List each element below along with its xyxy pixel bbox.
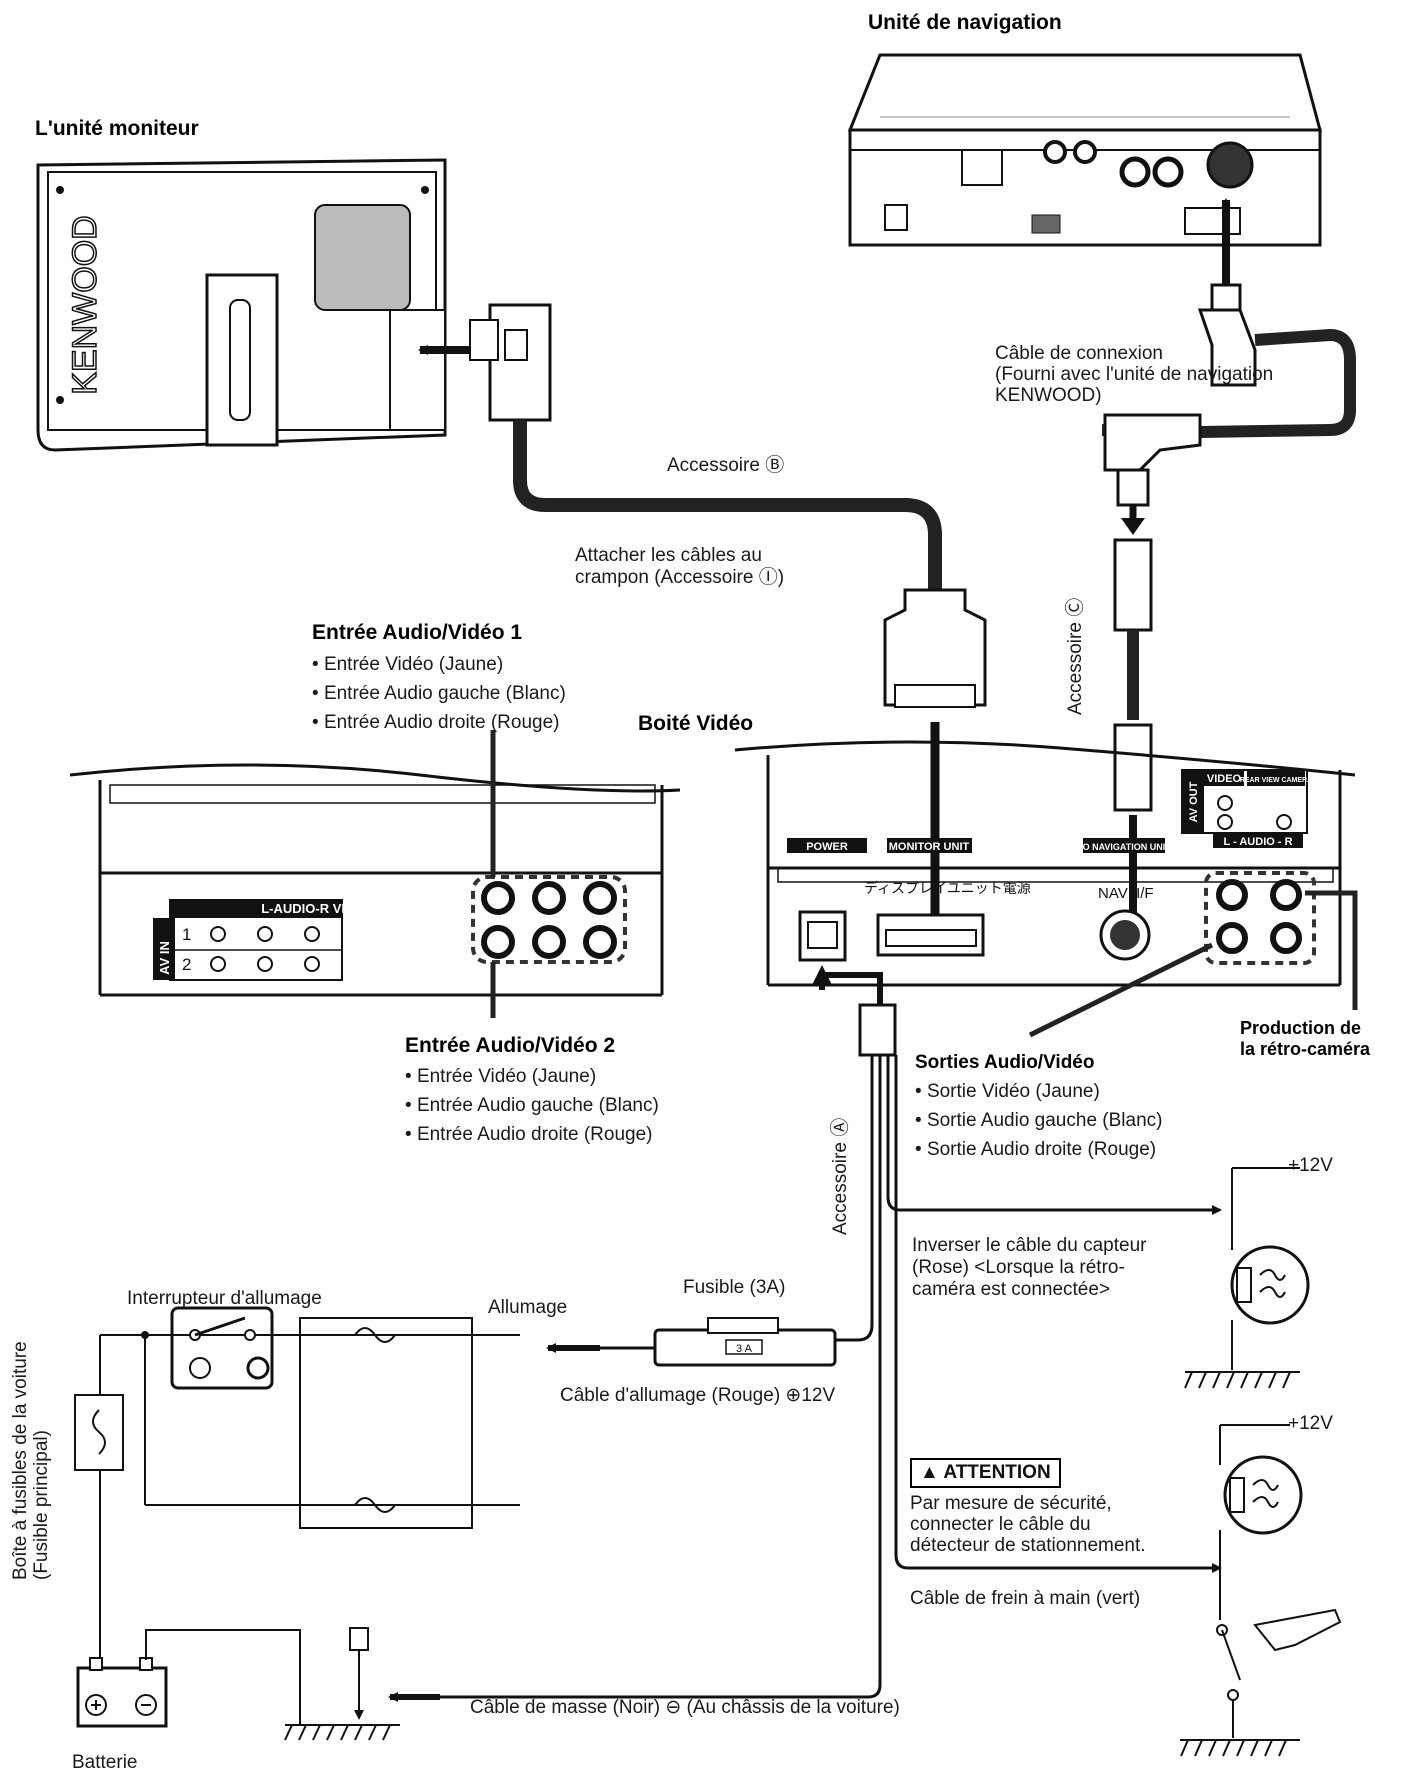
ignition-cable-label: Câble d'allumage (Rouge) ⊕12V [560, 1385, 836, 1406]
fuse-rating-label: 3 A [736, 1343, 753, 1355]
l-audio-r-out-label: L - AUDIO - R [1223, 836, 1292, 848]
av-input-1-title: Entrée Audio/Vidéo 1 [312, 621, 523, 644]
av-out-label: AV OUT [1188, 781, 1200, 822]
clamp-note-label: Attacher les câbles au crampon (Accessoi… [575, 545, 785, 588]
ignition-circuit [74, 1306, 520, 1741]
navigation-unit-title: Unité de navigation [868, 11, 1062, 34]
accessory-b-cable [418, 303, 987, 937]
plus-12v-parking-label: +12V [1288, 1413, 1333, 1434]
av-input-1-item: Entrée Audio droite (Rouge) [312, 708, 566, 737]
accessory-a-harness [388, 965, 1222, 1702]
to-navigation-unit-port-label: TO NAVIGATION UNIT [1077, 842, 1171, 852]
av-input-2-item: Entrée Audio droite (Rouge) [405, 1120, 659, 1149]
kenwood-logo: KENWOOD [66, 215, 104, 394]
reverse-cable-label: Inverser le câble du capteur (Rose) <Lor… [912, 1235, 1147, 1300]
accessory-a-label: Accessoire Ⓐ [830, 1117, 851, 1235]
accessory-c-label: Accessoire Ⓒ [1065, 597, 1086, 715]
av-input-2-item: Entrée Vidéo (Jaune) [405, 1062, 659, 1091]
av-output-item: Sortie Audio droite (Rouge) [915, 1135, 1162, 1164]
connection-cable [1101, 198, 1356, 535]
monitor-unit [36, 158, 447, 452]
ignition-switch-label: Interrupteur d'allumage [127, 1288, 322, 1309]
av-output-item: Sortie Vidéo (Jaune) [915, 1077, 1162, 1106]
attention-badge: ▲ ATTENTION [910, 1458, 1061, 1488]
attention-text: Par mesure de sécurité, connecter le câb… [910, 1493, 1146, 1556]
ground-cable-label: Câble de masse (Noir) ⊖ (Au châssis de l… [470, 1697, 900, 1718]
av-outputs-title: Sorties Audio/Vidéo [915, 1052, 1095, 1073]
fuse-3a [546, 1317, 837, 1367]
display-unit-power-label: ディスプレイユニット電源 [864, 880, 1031, 897]
monitor-unit-port-label: MONITOR UNIT [889, 841, 970, 853]
navigation-unit [847, 53, 1322, 247]
rear-camera-output-title: Production de la rétro-caméra [1240, 1018, 1371, 1059]
av-output-list: Sortie Vidéo (Jaune) Sortie Audio gauche… [915, 1077, 1163, 1164]
av-input-1-list: Entrée Vidéo (Jaune) Entrée Audio gauche… [312, 650, 566, 737]
accessory-c-cable [1113, 538, 1153, 947]
l-audio-r-vi-label: L-AUDIO-R VI [261, 901, 345, 916]
reverse-lamp-circuit [1184, 1167, 1310, 1389]
video-box [734, 740, 1358, 1038]
connection-cable-label: Câble de connexion (Fourni avec l'unité … [995, 343, 1274, 406]
av-input-2-title: Entrée Audio/Vidéo 2 [405, 1034, 616, 1057]
av-in-row-2: 2 [182, 955, 191, 974]
fuse-box-label: Boîte à fusibles de la voiture (Fusible … [10, 1341, 52, 1580]
accessory-b-label: Accessoire Ⓑ [667, 455, 785, 476]
navi-if-label: NAVI I/F [1098, 885, 1154, 902]
parking-brake-circuit [1180, 1424, 1342, 1757]
av-input-1-item: Entrée Vidéo (Jaune) [312, 650, 566, 679]
video-out-label: VIDEO [1207, 773, 1242, 785]
av-input-2-list: Entrée Vidéo (Jaune) Entrée Audio gauche… [405, 1062, 659, 1149]
av-output-item: Sortie Audio gauche (Blanc) [915, 1106, 1163, 1135]
rear-view-camera-label: REAR VIEW CAMERA [1240, 777, 1312, 784]
monitor-unit-title: L'unité moniteur [35, 117, 199, 140]
av-input-panel [69, 730, 681, 1018]
av-in-row-1: 1 [182, 925, 191, 944]
av-input-1-item: Entrée Audio gauche (Blanc) [312, 679, 566, 708]
parking-cable-label: Câble de frein à main (vert) [910, 1588, 1141, 1609]
video-box-title: Boité Vidéo [638, 712, 754, 735]
ignition-label: Allumage [488, 1297, 568, 1318]
av-input-2-item: Entrée Audio gauche (Blanc) [405, 1091, 659, 1120]
battery-label: Batterie [72, 1752, 138, 1773]
av-in-label: AV IN [157, 941, 172, 975]
fuse-label: Fusible (3A) [683, 1277, 786, 1298]
plus-12v-reverse-label: +12V [1288, 1155, 1333, 1176]
power-port-label: POWER [806, 841, 848, 853]
